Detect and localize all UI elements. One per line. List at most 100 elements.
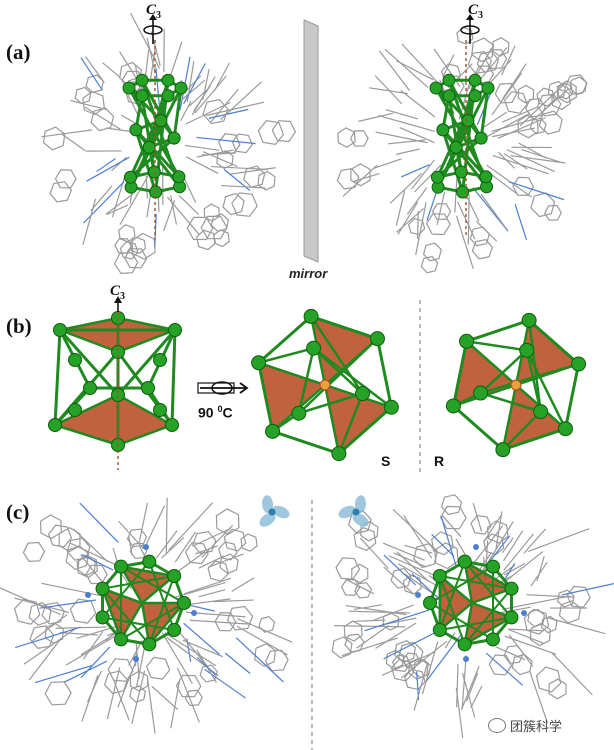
ligand-bond [503, 530, 524, 562]
ligand-ring [431, 531, 454, 556]
ligand-bond [86, 156, 130, 182]
ligand-bond [207, 553, 244, 568]
panel-b-label: (b) [6, 314, 32, 338]
ligand-bond [545, 616, 606, 635]
polyhedron-face [118, 564, 178, 605]
ligand-ring [422, 242, 442, 262]
polyhedron-face [116, 316, 180, 354]
watermark: 团簇科学 [488, 716, 562, 735]
ligand-bond [425, 633, 463, 682]
ligand-bond [182, 639, 224, 658]
ligand-bond [85, 56, 105, 83]
ligand-bond [210, 165, 268, 171]
au-atom [436, 123, 450, 137]
ligand-bond [461, 655, 467, 709]
ligand-bond [400, 90, 436, 118]
ligand-ring [200, 215, 228, 240]
ligand-bond [501, 537, 514, 554]
ligand-ring [440, 494, 463, 516]
ligand-bond [399, 127, 435, 144]
au-bond [451, 341, 469, 407]
ligand-bond [401, 164, 430, 178]
ligand-bond [444, 632, 456, 649]
au-atom [154, 114, 168, 128]
ligand-ring [65, 545, 90, 571]
au-bond [172, 87, 183, 139]
ligand-ring [223, 528, 247, 552]
panel-a-left-c3-axis-label: C3 [146, 2, 162, 21]
ligand-bond [354, 619, 386, 622]
ligand-bond [519, 82, 566, 127]
au-bond [466, 318, 530, 343]
ligand-bond [358, 112, 394, 122]
au-atom [167, 622, 182, 637]
au-bond [272, 429, 340, 456]
au-bond [148, 575, 176, 645]
ligand-ring [439, 505, 467, 530]
au-atom [331, 446, 347, 462]
ligand-bond [417, 210, 419, 239]
nitrogen-atom [473, 544, 479, 550]
ligand-bond [127, 94, 140, 117]
ligand-bond [392, 509, 438, 552]
ligand-ring [145, 656, 171, 680]
ligand-bond [502, 595, 571, 611]
ligand-ring [402, 574, 423, 595]
ligand-ring [390, 567, 412, 589]
ligand-ring [336, 168, 360, 190]
au-atom [461, 114, 475, 128]
au-bond [463, 588, 513, 645]
ligand-bond [34, 664, 94, 684]
ligand-bond [224, 652, 251, 674]
top-view-s-cluster [251, 308, 399, 462]
ligand-ring [213, 229, 230, 248]
ligand-bond [528, 670, 549, 724]
ligand-bond [369, 87, 408, 95]
ligand-bond [495, 511, 503, 550]
panel-a-right-c3-axis-label: C3 [468, 2, 484, 21]
ligand-ring [42, 126, 66, 151]
propeller-icon-right [338, 495, 369, 527]
ligand-ring [536, 93, 562, 117]
axis-arrow-head [466, 14, 474, 20]
propeller-blade [259, 512, 276, 527]
au-bond [134, 129, 158, 193]
ligand-ring [471, 238, 494, 260]
au-atom [383, 399, 399, 415]
au-cluster [429, 73, 495, 199]
au-atom [495, 442, 511, 458]
au-bond [312, 347, 393, 409]
ligand-bond [0, 587, 61, 616]
ligand-bond [533, 87, 570, 121]
au-atom [142, 637, 157, 652]
au-atom [519, 342, 535, 358]
ligand-bond [138, 502, 149, 543]
ligand-bond [431, 533, 455, 557]
ligand-ring [517, 84, 535, 104]
nitrogen-atom [191, 610, 197, 616]
ligand-ring [47, 524, 73, 548]
au-bond [312, 347, 364, 395]
ligand-bond [70, 99, 107, 110]
ligand-ring [258, 616, 276, 633]
ligand-bond [395, 60, 434, 81]
ligand-ring [540, 615, 558, 634]
ligand-bond [90, 185, 113, 212]
ligand-bond [196, 136, 256, 145]
ligand-bond [378, 50, 411, 92]
ligand-bond [182, 176, 197, 203]
ligand-ring [271, 120, 297, 143]
au-bond [297, 347, 315, 414]
ligand-bond [183, 622, 220, 655]
ligand-ring [114, 237, 132, 254]
ligand-bond [189, 619, 252, 625]
au-atom [68, 353, 82, 367]
cluster-models [48, 73, 587, 662]
ligand-ring [44, 681, 72, 706]
au-atom [432, 622, 447, 637]
ligand-bond [131, 670, 146, 724]
ligand-bond [28, 639, 61, 681]
au-atom [481, 81, 495, 95]
ligand-ring [535, 666, 562, 693]
au-atom [468, 89, 482, 103]
